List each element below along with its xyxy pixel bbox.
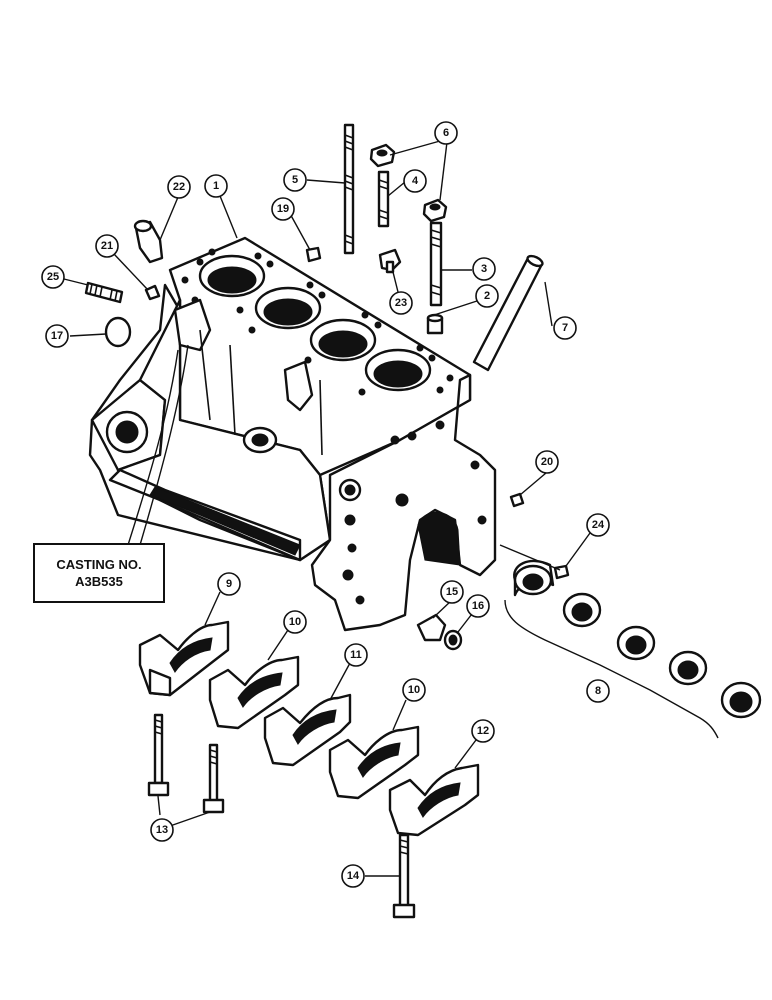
bearing-cap-12 — [388, 763, 480, 837]
cylinder-block — [88, 236, 497, 632]
svg-text:23: 23 — [395, 297, 407, 309]
stud-4 — [377, 170, 390, 228]
svg-text:4: 4 — [412, 175, 419, 187]
callout-6: 6 — [434, 121, 458, 145]
callout-11: 11 — [344, 643, 368, 667]
bolt-13-right — [202, 743, 225, 814]
bolt-14 — [392, 833, 416, 919]
leader-lines — [59, 140, 591, 877]
svg-text:19: 19 — [277, 203, 289, 215]
bearing-shell — [513, 559, 555, 597]
casting-number-label: CASTING NO. A3B535 — [33, 543, 165, 603]
stud-5 — [343, 123, 355, 255]
callout-24: 24 — [586, 513, 610, 537]
callout-17: 17 — [45, 324, 69, 348]
callout-10-upper: 10 — [283, 610, 307, 634]
main-bearing-set-8 — [504, 559, 762, 739]
fitting-23 — [378, 248, 402, 274]
callout-19: 19 — [271, 197, 295, 221]
svg-text:11: 11 — [350, 649, 362, 661]
bearing-shell — [720, 681, 762, 719]
callout-5: 5 — [283, 168, 307, 192]
callout-22: 22 — [167, 175, 191, 199]
bearing-cap-9 — [138, 620, 230, 697]
svg-text:14: 14 — [347, 870, 360, 882]
svg-text:7: 7 — [562, 322, 568, 334]
callout-15: 15 — [440, 580, 464, 604]
bearing-cap-10-lower — [328, 725, 420, 800]
plug-21 — [144, 284, 161, 301]
callout-25: 25 — [41, 265, 65, 289]
casting-label-line1: CASTING NO. — [56, 557, 142, 572]
callout-7: 7 — [553, 316, 577, 340]
svg-text:13: 13 — [156, 824, 168, 836]
dowel-2 — [426, 313, 444, 335]
plug-15 — [416, 613, 447, 642]
callout-13: 13 — [150, 818, 174, 842]
nut-6-upper — [369, 143, 396, 168]
svg-text:2: 2 — [484, 290, 490, 302]
bolt-13-left — [147, 713, 170, 797]
svg-text:16: 16 — [472, 600, 484, 612]
plug-20 — [509, 492, 525, 508]
svg-text:25: 25 — [47, 271, 59, 283]
svg-text:12: 12 — [477, 725, 489, 737]
svg-text:21: 21 — [101, 240, 113, 252]
callout-3: 3 — [472, 257, 496, 281]
bearing-cap-10-upper — [208, 655, 300, 730]
svg-text:10: 10 — [408, 684, 420, 696]
svg-text:20: 20 — [541, 456, 553, 468]
svg-text:15: 15 — [446, 586, 458, 598]
svg-text:3: 3 — [481, 263, 487, 275]
plug-19 — [305, 246, 322, 263]
plug-17 — [104, 316, 132, 348]
bearing-cap-11 — [263, 693, 352, 767]
svg-text:5: 5 — [292, 174, 298, 186]
bearing-shell — [562, 592, 602, 628]
pin-24 — [553, 564, 570, 580]
callout-10-lower: 10 — [402, 678, 426, 702]
callout-23: 23 — [389, 291, 413, 315]
callout-4: 4 — [403, 169, 427, 193]
bearing-shell — [668, 650, 708, 686]
svg-text:24: 24 — [592, 519, 605, 531]
callout-21: 21 — [95, 234, 119, 258]
washer-16 — [443, 629, 463, 651]
stud-3 — [429, 221, 443, 307]
svg-text:6: 6 — [443, 127, 449, 139]
svg-text:8: 8 — [595, 685, 601, 697]
stud-25 — [84, 281, 124, 304]
bearing-shell — [616, 625, 656, 661]
svg-text:22: 22 — [173, 181, 185, 193]
callout-12: 12 — [471, 719, 495, 743]
svg-text:17: 17 — [51, 330, 63, 342]
tube-7 — [472, 254, 544, 372]
callout-20: 20 — [535, 450, 559, 474]
callout-8: 8 — [586, 679, 610, 703]
callout-14: 14 — [341, 864, 365, 888]
callout-16: 16 — [466, 594, 490, 618]
nut-6-lower — [422, 198, 448, 223]
svg-text:9: 9 — [226, 578, 232, 590]
callout-2: 2 — [475, 284, 499, 308]
svg-text:1: 1 — [213, 180, 219, 192]
fitting-22 — [133, 219, 164, 264]
callout-9: 9 — [217, 572, 241, 596]
casting-label-line2: A3B535 — [75, 574, 123, 589]
svg-text:10: 10 — [289, 616, 301, 628]
callout-1: 1 — [204, 174, 228, 198]
